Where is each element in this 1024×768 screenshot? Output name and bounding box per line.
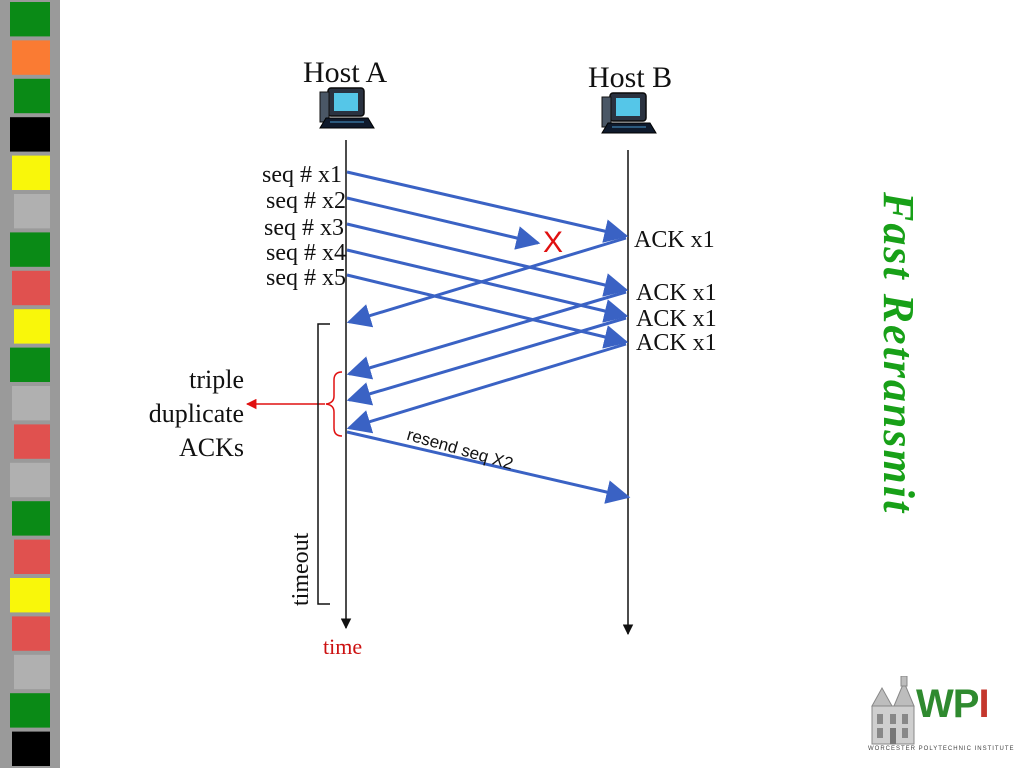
segment-label: seq # x5 <box>266 265 346 291</box>
wpi-logo-subtitle: WORCESTER POLYTECHNIC INSTITUTE <box>868 746 1015 752</box>
stripe-block <box>10 462 50 498</box>
stripe-block <box>12 155 50 190</box>
ack-label: ACK x1 <box>634 227 715 253</box>
host-b-label: Host B <box>588 61 673 94</box>
timeout-label: timeout <box>288 532 314 606</box>
building-icon <box>871 676 915 745</box>
host-a-label: Host A <box>303 56 388 89</box>
segment-label: seq # x3 <box>264 215 344 241</box>
ack-arrow-4 <box>346 342 627 434</box>
triple-line-2: duplicate <box>148 399 244 428</box>
triple-line-3: ACKs <box>178 433 244 462</box>
ack-arrow-2 <box>346 290 627 380</box>
timeout-bracket <box>317 323 330 605</box>
stripe-block <box>14 654 50 690</box>
ack-arrow-3 <box>346 316 627 406</box>
stripe-block <box>10 2 50 37</box>
time-axis-label: time <box>323 634 363 659</box>
stripe-block <box>14 309 50 344</box>
stripe-block <box>10 232 50 267</box>
decorative-color-stripe <box>0 0 60 768</box>
ack-label: ACK x1 <box>636 280 717 306</box>
stripe-block <box>14 194 50 229</box>
triple-duplicate-brace <box>325 371 343 437</box>
segment-x2-arrow-lost <box>346 196 541 250</box>
stripe-block <box>14 78 50 114</box>
lost-segment-marker: X <box>543 226 564 259</box>
stripe-block <box>12 731 50 766</box>
stripe-block <box>10 347 50 382</box>
stripe-block <box>10 578 50 613</box>
segment-label: seq # x1 <box>262 162 342 188</box>
stripe-block <box>12 386 50 421</box>
computer-icon <box>319 87 375 129</box>
wpi-logo: WPI WORCESTER POLYTECHNIC INSTITUTE <box>868 676 1014 760</box>
triple-duplicate-label: triple duplicate ACKs <box>104 363 244 465</box>
segment-label: seq # x4 <box>266 240 346 266</box>
triple-line-1: triple <box>189 365 244 394</box>
stripe-block <box>10 693 50 728</box>
segment-x1-arrow <box>346 170 629 243</box>
wpi-logo-text: WPI <box>916 682 990 726</box>
slide-title: Fast Retransmit <box>874 192 923 515</box>
ack-label: ACK x1 <box>636 306 717 332</box>
ack-arrow-1 <box>346 236 627 328</box>
stripe-block <box>14 424 50 459</box>
stripe-block <box>12 501 50 536</box>
stripe-block <box>12 270 50 306</box>
stripe-block <box>12 616 50 651</box>
segment-label: seq # x2 <box>266 188 346 214</box>
resend-arrow <box>346 430 631 504</box>
stripe-block <box>10 117 50 152</box>
segment-x3-arrow <box>346 222 629 297</box>
stripe-block <box>12 40 50 75</box>
ack-label: ACK x1 <box>636 330 717 356</box>
segment-x4-arrow <box>346 248 629 323</box>
computer-icon <box>601 92 657 134</box>
stripe-block <box>14 539 50 574</box>
